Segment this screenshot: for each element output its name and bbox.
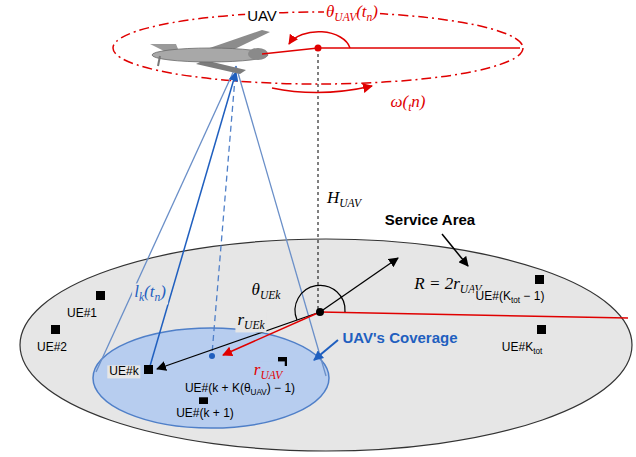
rotation-arrow bbox=[272, 86, 372, 93]
area-center bbox=[316, 308, 324, 316]
ue-label: UE#(Ktot − 1) bbox=[474, 290, 547, 305]
pointer-arrow bbox=[442, 234, 468, 266]
radius-arrow bbox=[320, 258, 398, 312]
service-area bbox=[20, 239, 632, 451]
area-label: Service Area bbox=[383, 212, 477, 229]
distance-label: lk(tn) bbox=[132, 283, 168, 304]
uav-label: UAV bbox=[245, 8, 279, 25]
ue-label: UE#(k + K(θUAV) − 1) bbox=[183, 382, 297, 397]
coverage-radius-label: rUAV bbox=[252, 361, 285, 382]
uav-icon bbox=[150, 30, 270, 74]
height-line bbox=[318, 48, 319, 312]
angle-label: θUAV(tn) bbox=[324, 3, 380, 24]
uav-coverage bbox=[93, 328, 329, 428]
angle-label: θUEk bbox=[250, 281, 283, 302]
ue-label: UE#Ktot bbox=[500, 341, 544, 356]
ue-label: UE#1 bbox=[65, 307, 99, 320]
uav-radius-line bbox=[262, 48, 318, 54]
ue-angle-arc bbox=[295, 285, 345, 320]
radius-label: rUEk bbox=[235, 311, 266, 332]
cone-line bbox=[96, 66, 236, 372]
ue-label: UE#2 bbox=[35, 341, 69, 354]
projection-line bbox=[212, 66, 236, 354]
coverage-label: UAV's Coverage bbox=[341, 330, 460, 347]
ground-reference-line bbox=[320, 312, 628, 318]
distance-line bbox=[150, 72, 236, 366]
reference-line bbox=[318, 47, 520, 49]
orbit-center bbox=[315, 45, 322, 52]
height-label: HUAV bbox=[325, 189, 363, 210]
coverage-center bbox=[209, 353, 215, 359]
ue-markers bbox=[51, 275, 546, 404]
ue-label: UE#(k + 1) bbox=[174, 407, 236, 420]
pointer-arrow bbox=[314, 340, 338, 360]
angle-arc bbox=[289, 32, 350, 48]
ue-label: UE#k bbox=[107, 365, 140, 378]
rotation-label: ω(tn) bbox=[388, 93, 427, 114]
